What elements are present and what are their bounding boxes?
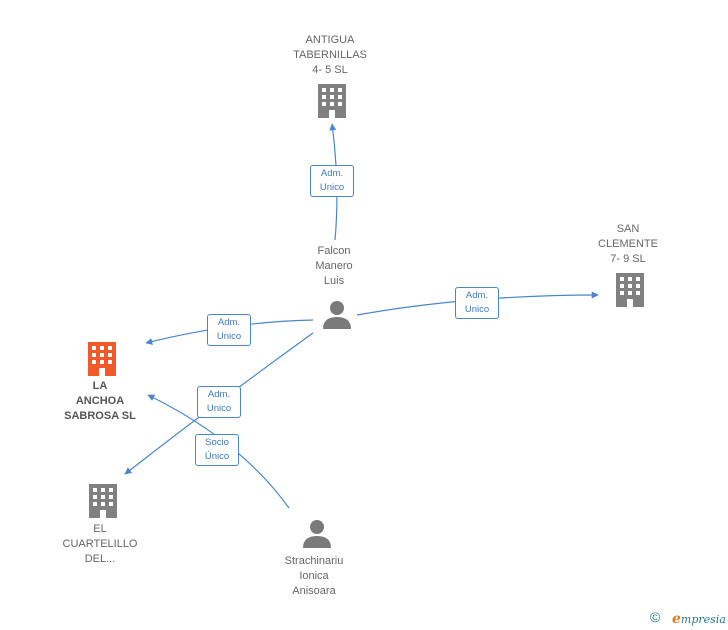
node-label-line: Falcon (317, 245, 351, 257)
copyright-icon: © (650, 609, 661, 625)
node-label-line: TABERNILLAS (293, 49, 367, 61)
edge-label-line: Socio (205, 437, 229, 448)
edge-label-falcon-san-clemente: Adm. Unico (455, 287, 499, 319)
node-label-line: DEL... (84, 553, 116, 565)
edge-label-line: Adm. (217, 317, 241, 328)
brand-name: mpresia (680, 613, 726, 626)
edge-label-line: Unico (216, 331, 242, 342)
node-falcon-manero-luis[interactable]: Falcon Manero Luis (274, 244, 394, 289)
building-icon (89, 484, 117, 518)
node-label-line: Manero (315, 260, 353, 272)
edge-label-line: Adm. (465, 290, 489, 301)
building-icon (318, 84, 346, 118)
node-label-line: SAN (616, 223, 640, 235)
edge-label-line: Adm. (207, 389, 231, 400)
node-label-line: 4- 5 SL (312, 64, 348, 76)
node-label-line: CLEMENTE (598, 238, 658, 250)
brand-logo: empresia (672, 611, 726, 627)
node-label-line: Ionica (299, 570, 329, 582)
node-label-line: EL (93, 523, 107, 535)
edge-label-falcon-antigua: Adm. Unico (310, 165, 354, 197)
node-la-anchoa-sabrosa[interactable]: LA ANCHOA SABROSA SL (40, 379, 160, 424)
node-label-line: Strachinariu (284, 555, 344, 567)
building-icon (88, 342, 116, 376)
footer-brand[interactable]: © empresia (650, 608, 728, 628)
node-label-line: SABROSA SL (64, 410, 136, 422)
edge-label-line: Unico (206, 403, 232, 414)
node-label-line: ANTIGUA (305, 34, 355, 46)
edge-label-line: Unico (319, 182, 345, 193)
node-label-line: 7- 9 SL (610, 253, 646, 265)
node-strachinariu-ionica-anisoara[interactable]: Strachinariu Ionica Anisoara (254, 554, 374, 599)
edge-label-strachinariu-la-anchoa: Socio Único (195, 434, 239, 466)
node-label-line: Anisoara (292, 585, 336, 597)
edge-label-line: Adm. (320, 168, 344, 179)
node-san-clemente[interactable]: SAN CLEMENTE 7- 9 SL (568, 222, 688, 267)
node-label-line: ANCHOA (75, 395, 125, 407)
brand-initial: e (672, 611, 681, 627)
node-label-line: LA (92, 380, 108, 392)
node-el-cuartelillo[interactable]: EL CUARTELILLO DEL... (40, 522, 160, 567)
edge-label-falcon-la-anchoa: Adm. Unico (207, 314, 251, 346)
person-icon (303, 520, 331, 548)
node-label-line: Luis (323, 275, 345, 287)
building-icon (616, 273, 644, 307)
edge-label-line: Unico (464, 304, 490, 315)
node-label-line: CUARTELILLO (62, 538, 138, 550)
edge-label-falcon-el-cuartelillo: Adm. Unico (197, 386, 241, 418)
edge-label-line: Único (204, 451, 230, 462)
node-antigua-tabernillas[interactable]: ANTIGUA TABERNILLAS 4- 5 SL (270, 33, 390, 78)
person-icon (323, 301, 351, 329)
